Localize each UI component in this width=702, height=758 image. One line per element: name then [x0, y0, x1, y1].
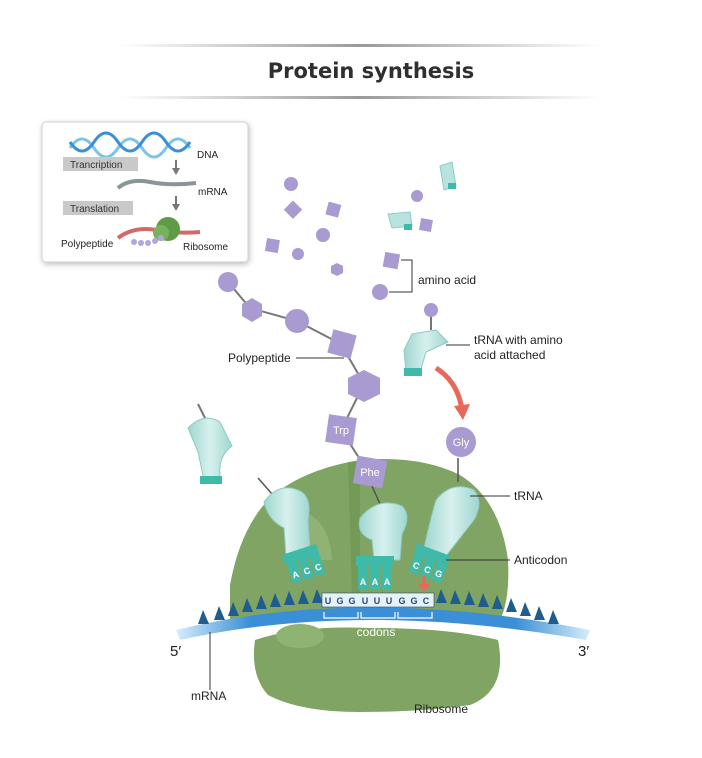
title-rule-bottom — [120, 96, 600, 99]
trna-in-ribosome-middle: A A A — [356, 485, 408, 589]
free-amino-acids — [264, 177, 433, 300]
amino-acid-trp: Trp — [325, 414, 357, 446]
three-prime-label: 3′ — [578, 643, 589, 660]
transcription-label: Trancription — [70, 160, 122, 171]
trna-fragment-mid — [387, 211, 413, 230]
anticodon-base: C — [302, 565, 312, 577]
svg-text:Gly: Gly — [453, 437, 470, 449]
inset-arrowhead-1 — [172, 168, 180, 175]
trna-in-ribosome-left: A C C — [257, 477, 326, 584]
inset-polypeptide-beads — [131, 235, 164, 246]
translation-tag — [63, 201, 133, 215]
free-amino-acid — [292, 248, 304, 260]
anticodon-base: C — [314, 561, 324, 573]
inset-panel: DNA Trancription mRNA Translation Polype… — [41, 121, 249, 263]
codon-base: G — [398, 596, 405, 606]
free-amino-acid — [284, 177, 298, 191]
dna-helix-icon — [68, 131, 192, 159]
codon-base: G — [348, 596, 355, 606]
mrna-strand: U G G U U U G G C — [176, 589, 590, 640]
amino-acid-label: amino acid — [418, 273, 476, 287]
amino-acid-phe: Phe — [352, 455, 388, 489]
page-title: Protein synthesis — [268, 59, 474, 83]
polypeptide-label: Polypeptide — [228, 351, 291, 365]
inset-polypeptide-label: Polypeptide — [61, 239, 114, 250]
svg-text:Trp: Trp — [333, 425, 349, 437]
mrna-teeth — [198, 589, 559, 624]
codon-base: U — [374, 596, 381, 606]
mrna-label: mRNA — [191, 689, 226, 703]
polypeptide-chain — [218, 272, 380, 491]
free-amino-acid — [316, 228, 330, 242]
five-prime-label: 5′ — [170, 643, 181, 660]
red-arrow-head — [454, 404, 470, 420]
codon-base: G — [336, 596, 343, 606]
free-amino-acid — [331, 263, 343, 276]
title-rule-top — [120, 44, 600, 47]
trna-in-ribosome-right: Gly C C G — [408, 427, 480, 584]
free-trna-left — [187, 403, 233, 484]
polypeptide-bead — [218, 272, 238, 292]
incoming-trna — [403, 303, 449, 376]
inset-mrna-strand — [116, 178, 197, 190]
inset-mrna-label: mRNA — [198, 187, 228, 198]
transcription-tag — [63, 157, 138, 171]
polypeptide-bead — [327, 329, 357, 359]
anticodon-base: A — [372, 577, 379, 587]
inset-ribosome-label: Ribosome — [183, 242, 228, 253]
polypeptide-bead — [285, 309, 309, 333]
anticodon-label: Anticodon — [514, 553, 567, 567]
red-arrow-small-head — [418, 584, 430, 592]
codon-brackets — [323, 612, 433, 619]
free-amino-acid — [283, 200, 303, 219]
codon-base: U — [362, 596, 369, 606]
codon-base: U — [325, 596, 332, 606]
free-amino-acid — [411, 190, 423, 202]
codon-base: U — [386, 596, 393, 606]
codon-base: G — [410, 596, 417, 606]
codon-base: C — [423, 596, 430, 606]
svg-text:Phe: Phe — [360, 467, 380, 479]
red-arrow-curve — [434, 365, 465, 411]
polypeptide-bead — [242, 298, 262, 322]
free-amino-acid — [325, 201, 342, 218]
polypeptide-bead — [348, 370, 380, 402]
ribosome-label: Ribosome — [414, 702, 468, 716]
codons-label: codons — [357, 625, 396, 639]
free-amino-acid — [419, 218, 433, 232]
inset-ribosome-icon — [153, 217, 180, 241]
anticodon-base: A — [360, 577, 367, 587]
free-amino-acid — [264, 238, 280, 254]
inset-arrowhead-2 — [172, 204, 180, 211]
amino-acid-gly — [446, 427, 476, 457]
amino-acid-bracket — [389, 259, 413, 293]
amino-acid-example-square — [382, 251, 401, 270]
amino-acid-example-circle — [372, 284, 388, 300]
trna-label: tRNA — [514, 489, 543, 503]
inset-dna-label: DNA — [197, 150, 218, 161]
translation-label: Translation — [70, 204, 119, 215]
trna-fragment-top — [439, 161, 457, 191]
anticodon-base: C — [411, 560, 421, 572]
incoming-amino-acid — [424, 303, 438, 317]
anticodon-base: A — [291, 569, 301, 581]
anticodon-base: A — [384, 577, 391, 587]
trna-aa-label-line2: acid attached — [474, 348, 545, 362]
codon-row: U G G U U U G G C — [321, 592, 435, 608]
trna-aa-label-line1: tRNA with amino — [474, 333, 563, 347]
anticodon-base: C — [423, 564, 433, 576]
ribosome-small-subunit — [253, 627, 501, 712]
anticodon-base: G — [434, 568, 444, 580]
